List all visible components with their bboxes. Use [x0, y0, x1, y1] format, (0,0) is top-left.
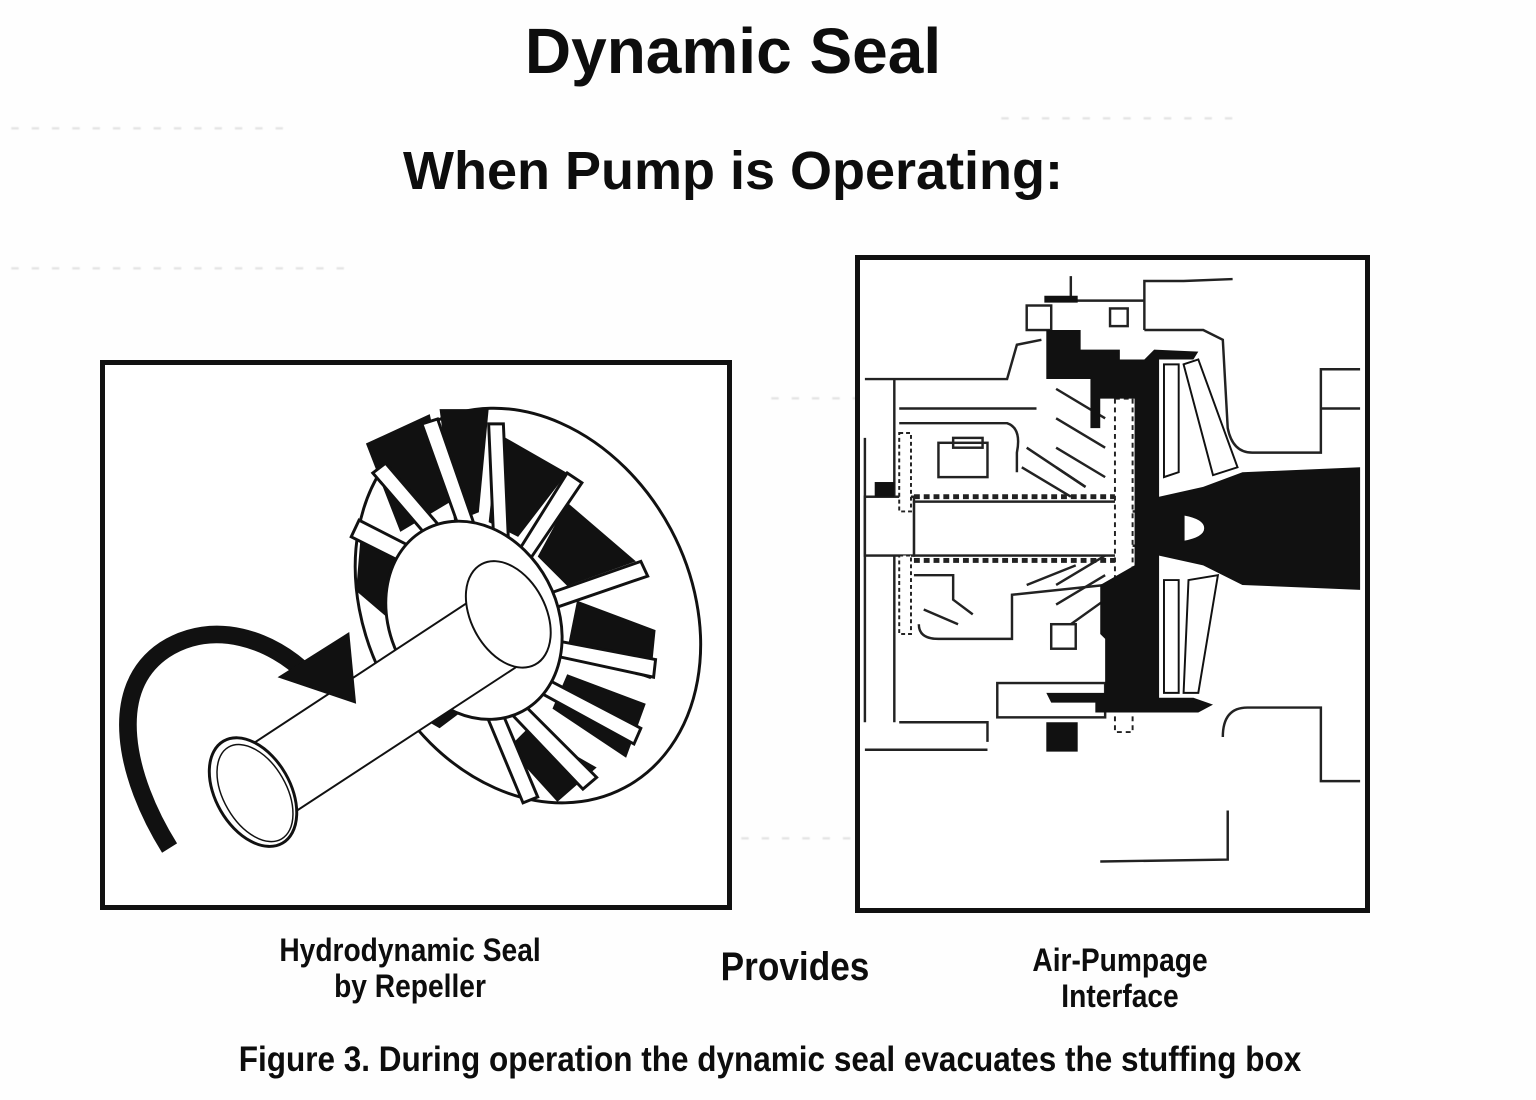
repeller-illustration-panel — [100, 360, 732, 910]
pump-cross-section-panel — [855, 255, 1370, 913]
right-caption-line-1: Air-Pumpage — [1032, 942, 1208, 978]
left-figure-caption: Hydrodynamic Seal by Repeller — [225, 932, 595, 1004]
repeller-illustration — [119, 406, 703, 853]
arrowhead-icon — [277, 632, 357, 704]
left-caption-line-2: by Repeller — [334, 968, 486, 1004]
page-subtitle: When Pump is Operating: — [402, 141, 1064, 201]
right-figure-caption: Air-Pumpage Interface — [979, 942, 1261, 1014]
bleed-through-text: - - - - - - - - - - - - - - - - - — [10, 250, 347, 283]
figure-caption: Figure 3. During operation the dynamic s… — [238, 1040, 1302, 1079]
left-caption-line-1: Hydrodynamic Seal — [279, 932, 541, 968]
page-title: Dynamic Seal — [524, 15, 942, 87]
rotation-arrow-icon — [119, 625, 314, 853]
pump-cross-section — [863, 276, 1361, 863]
connector-label: Provides — [720, 945, 870, 989]
right-caption-line-2: Interface — [1061, 978, 1179, 1014]
bleed-through-text: - - - - - - - - - - - - — [1000, 100, 1235, 133]
bleed-through-text: - - - - - - - - - - - - - - — [10, 110, 286, 143]
